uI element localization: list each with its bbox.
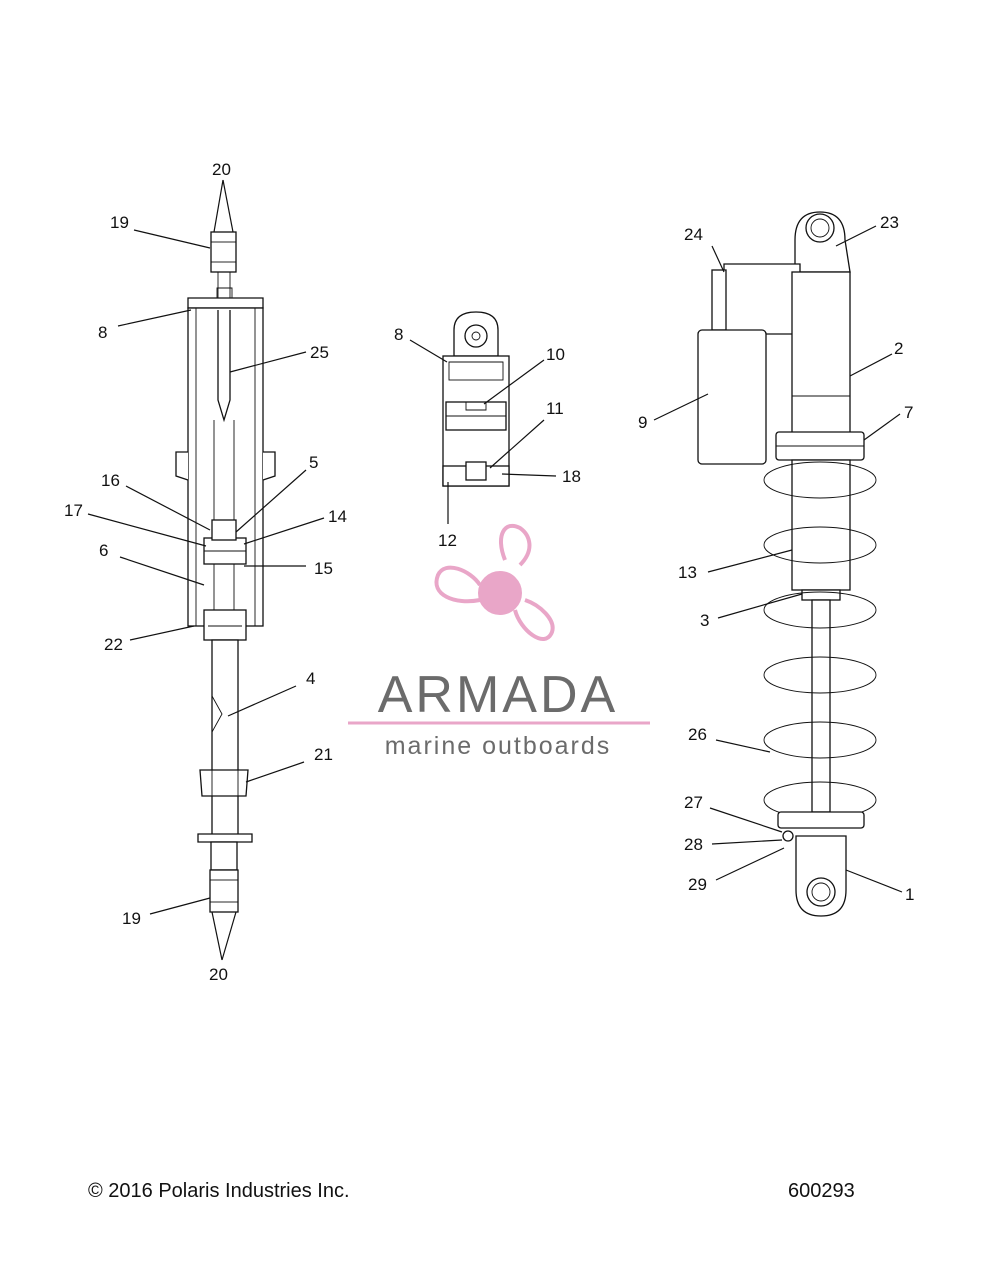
leader-lines — [87, 179, 903, 961]
bottom-bushing — [209, 869, 239, 913]
bump-stop-spike — [217, 310, 231, 423]
callout-15: 15 — [314, 559, 333, 578]
callout-8-left: 8 — [98, 323, 107, 342]
callout-1: 1 — [905, 885, 914, 904]
propeller-logo — [434, 524, 555, 641]
callout-29: 29 — [688, 875, 707, 894]
callout-6: 6 — [99, 541, 108, 560]
lower-clevis-base — [197, 833, 253, 843]
top-bushing — [210, 231, 237, 273]
callout-19-top: 19 — [110, 213, 129, 232]
callout-5: 5 — [309, 453, 318, 472]
callout-24: 24 — [684, 225, 703, 244]
adjuster-knob — [711, 269, 727, 331]
callout-3: 3 — [700, 611, 709, 630]
callout-12: 12 — [438, 531, 457, 550]
bumper — [199, 769, 249, 797]
copyright-notice: © 2016 Polaris Industries Inc. — [88, 1180, 350, 1202]
callout-10: 10 — [546, 345, 565, 364]
callout-23: 23 — [880, 213, 899, 232]
watermark-tagline: marine outboards — [385, 732, 612, 760]
body-tab-right — [262, 451, 276, 481]
callout-22: 22 — [104, 635, 123, 654]
callout-14: 14 — [328, 507, 347, 526]
callout-26: 26 — [688, 725, 707, 744]
callout-8-middle: 8 — [394, 325, 403, 344]
shock-body-tube — [791, 271, 851, 437]
callout-20-top: 20 — [212, 160, 231, 179]
callout-18: 18 — [562, 467, 581, 486]
piston-nut — [211, 519, 237, 541]
watermark-brand: ARMADA — [378, 666, 618, 724]
callout-labels: 20 19 8 25 16 5 17 14 6 15 22 4 21 19 20… — [64, 160, 914, 984]
callout-20-bottom: 20 — [209, 965, 228, 984]
reservoir-bridge — [723, 263, 801, 335]
callout-21: 21 — [314, 745, 333, 764]
callout-7: 7 — [904, 403, 913, 422]
shaft — [811, 599, 831, 813]
callout-13: 13 — [678, 563, 697, 582]
assembled-shock-view — [697, 211, 877, 917]
shaft — [211, 639, 239, 837]
armada-watermark: ARMADA marine outboards — [348, 524, 650, 760]
callout-17: 17 — [64, 501, 83, 520]
callout-16: 16 — [101, 471, 120, 490]
callout-11: 11 — [546, 399, 564, 418]
seal-head — [203, 609, 247, 641]
clip — [782, 830, 794, 842]
callout-9: 9 — [638, 413, 647, 432]
callout-28: 28 — [684, 835, 703, 854]
body-tab-left — [175, 451, 189, 481]
callout-27: 27 — [684, 793, 703, 812]
callout-2: 2 — [894, 339, 903, 358]
inner-tube — [791, 459, 851, 591]
exploded-shock-view — [175, 231, 276, 913]
reservoir-section-view — [442, 311, 510, 487]
top-cap — [187, 297, 264, 309]
reservoir — [697, 329, 767, 465]
drawing-number: 600293 — [788, 1180, 855, 1202]
callout-19-bottom: 19 — [122, 909, 141, 928]
lower-spring-seat — [777, 811, 865, 829]
callout-4: 4 — [306, 669, 315, 688]
callout-25: 25 — [310, 343, 329, 362]
